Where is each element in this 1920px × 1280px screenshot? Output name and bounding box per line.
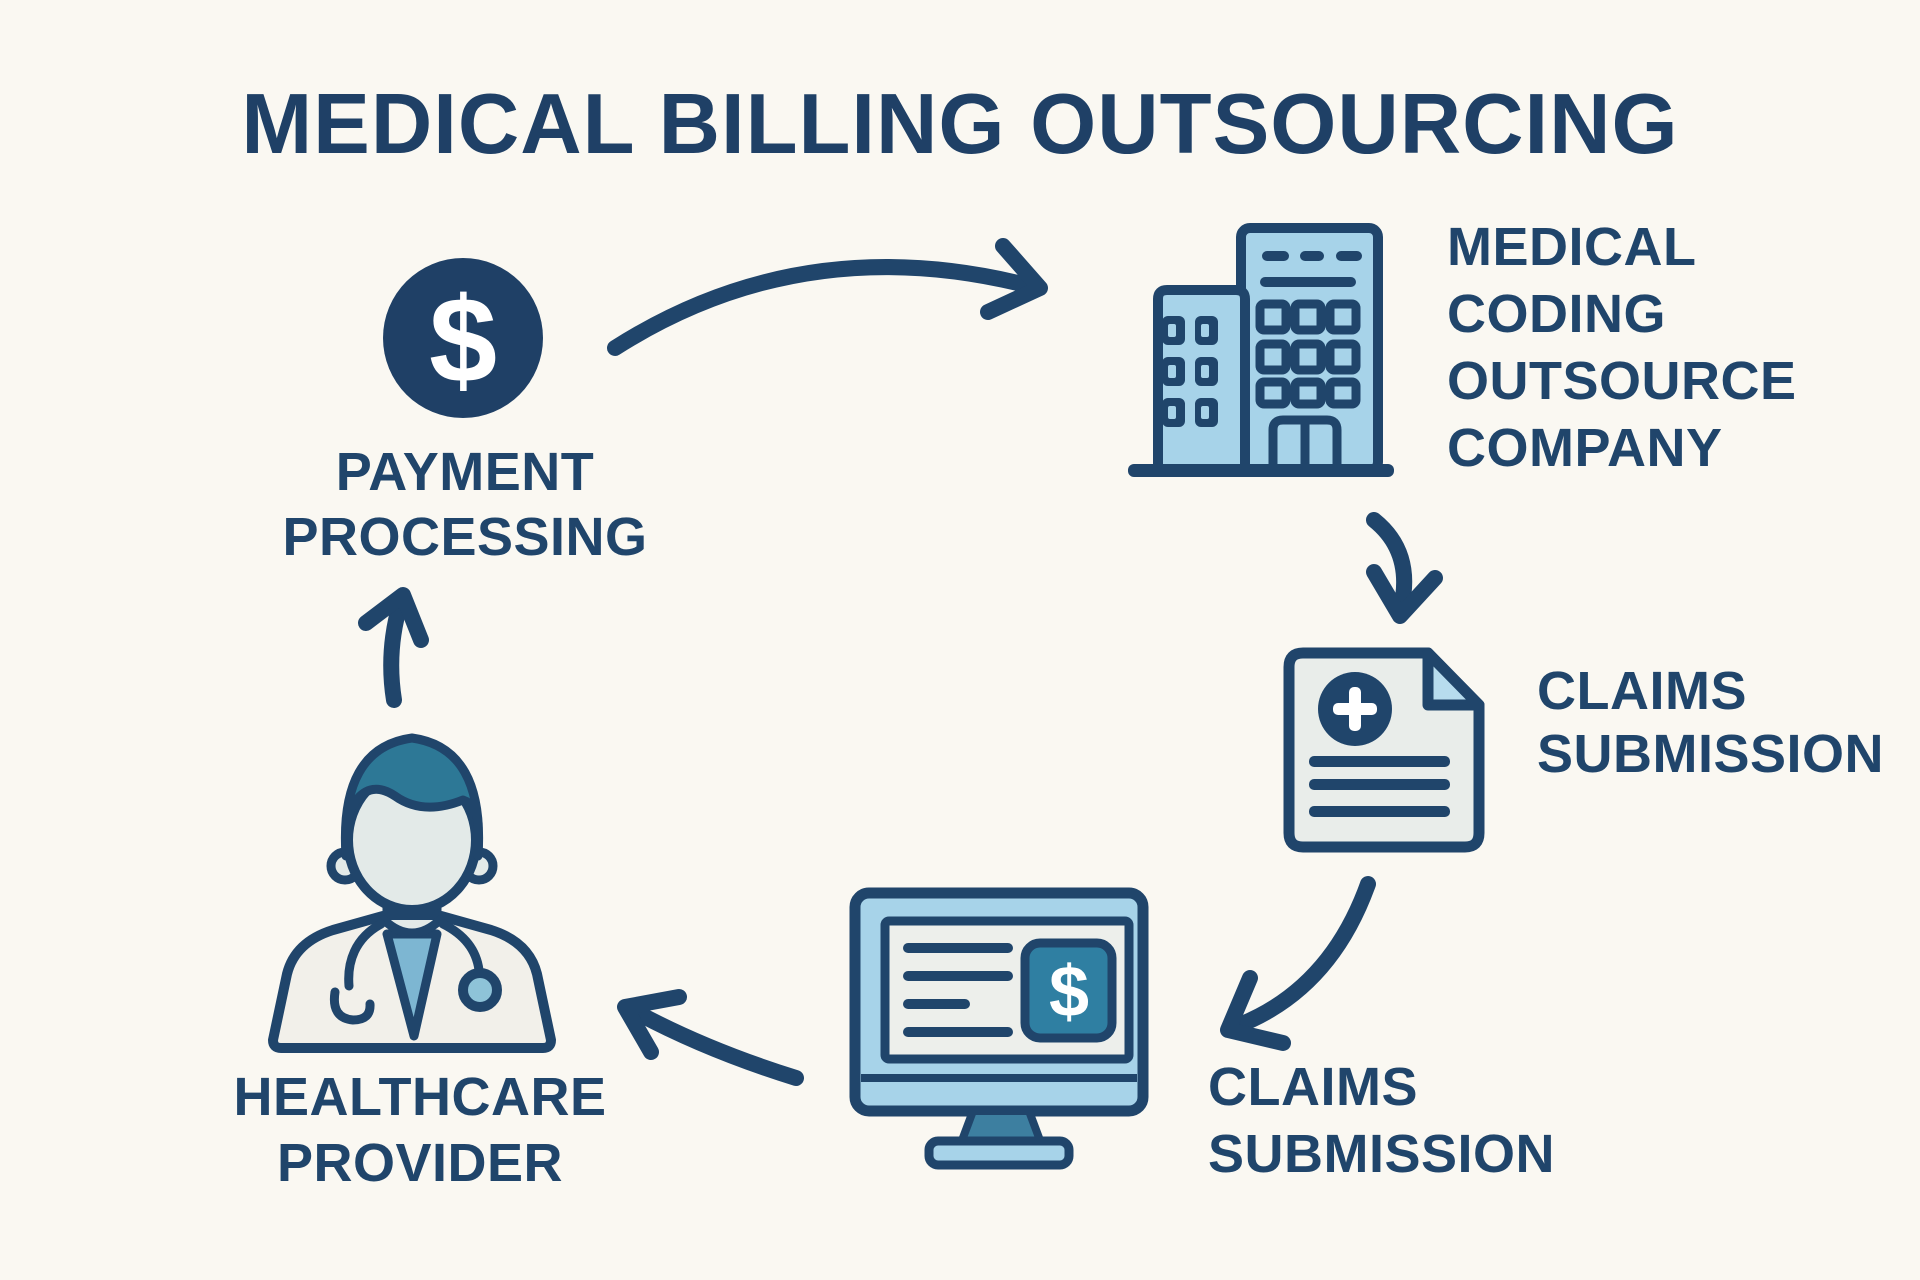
arrow-payment-to-company <box>607 238 1048 356</box>
monitor-dollar-icon: $ <box>845 885 1155 1175</box>
arrow-screen-to-provider <box>617 989 804 1086</box>
arrow-provider-to-payment <box>358 587 429 708</box>
dollar-circle-icon: $ <box>379 254 547 422</box>
label-healthcare-provider: HEALTHCARE PROVIDER <box>233 1067 607 1193</box>
page-title: MEDICAL BILLING OUTSOURCING <box>241 77 1679 172</box>
label-medical-coding-outsource-company: MEDICAL CODING OUTSOURCE COMPANY <box>1447 217 1797 478</box>
arrow-company-to-claims-document <box>1366 512 1443 624</box>
label-claims-submission-document: CLAIMS SUBMISSION <box>1537 661 1885 784</box>
medical-claim-document-icon <box>1265 635 1495 865</box>
dollar-glyph: $ <box>1049 952 1089 1032</box>
label-payment-processing: PAYMENT PROCESSING <box>282 442 648 567</box>
dollar-glyph: $ <box>429 272 497 408</box>
doctor-icon <box>253 718 573 1058</box>
office-building-icon <box>1100 218 1400 483</box>
arrow-claims-document-to-screen <box>1220 876 1376 1051</box>
label-claims-submission-screen: CLAIMS SUBMISSION <box>1208 1057 1556 1184</box>
